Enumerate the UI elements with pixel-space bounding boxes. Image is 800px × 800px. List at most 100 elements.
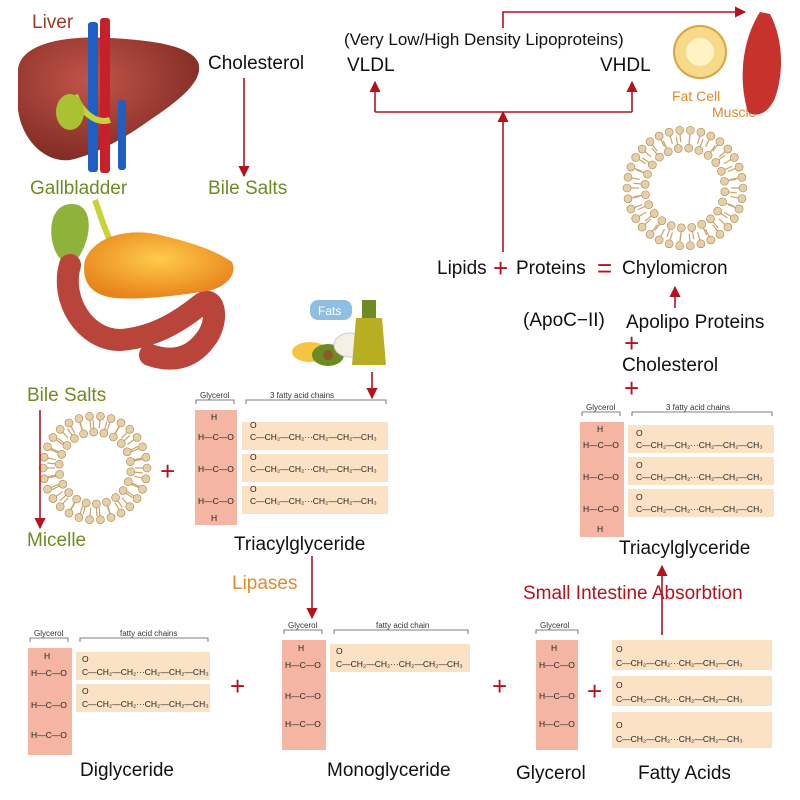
liver-label: Liver: [32, 12, 74, 33]
plus-apolipo-cholesterol: +: [624, 328, 640, 358]
muscle-illustration: [742, 12, 782, 115]
svg-text:fatty acid chain: fatty acid chain: [376, 621, 429, 630]
svg-text:C—CH₂—CH₂···CH₂—CH₂—CH₃: C—CH₂—CH₂···CH₂—CH₂—CH₃: [250, 432, 377, 442]
svg-text:H—C—O: H—C—O: [198, 432, 234, 442]
chylomicron-illustration: [622, 125, 748, 251]
svg-text:O: O: [250, 452, 257, 462]
svg-text:H—C—O: H—C—O: [31, 700, 67, 710]
fats-food-illustration: Fats: [292, 300, 386, 366]
fatty-acids-label: Fatty Acids: [638, 763, 731, 784]
apoc-label: (ApoC−II): [523, 310, 605, 331]
svg-text:O: O: [250, 484, 257, 494]
plus-mono-glycerol: +: [492, 671, 508, 701]
small-intestine-absorbtion-label: Small Intestine Absorbtion: [523, 583, 743, 604]
svg-text:C—CH₂—CH₂···CH₂—CH₂—CH₃: C—CH₂—CH₂···CH₂—CH₂—CH₃: [82, 667, 209, 677]
svg-text:O: O: [250, 420, 257, 430]
svg-text:H—C—O: H—C—O: [285, 691, 321, 701]
svg-text:O: O: [636, 428, 643, 438]
monoglyceride-structure: Glycerol fatty acid chain H H—C—O H—C—O …: [282, 621, 470, 750]
arrows: [34, 6, 747, 635]
bile-salts-label-top: Bile Salts: [208, 178, 288, 199]
apolipo-proteins-label: Apolipo Proteins: [626, 312, 765, 333]
chains-header: 3 fatty acid chains: [270, 391, 334, 400]
svg-text:Glycerol: Glycerol: [34, 629, 64, 638]
lipids-label: Lipids: [437, 258, 487, 279]
triacylglyceride-label-left: Triacylglyceride: [234, 534, 366, 555]
svg-text:O: O: [82, 686, 89, 696]
svg-text:O: O: [616, 680, 623, 690]
svg-text:H: H: [211, 513, 217, 523]
svg-text:H—C—O: H—C—O: [539, 660, 575, 670]
micelle-label: Micelle: [27, 530, 87, 551]
svg-text:C—CH₂—CH₂···CH₂—CH₂—CH₃: C—CH₂—CH₂···CH₂—CH₂—CH₃: [636, 472, 763, 482]
svg-text:Glycerol: Glycerol: [540, 621, 570, 630]
svg-text:O: O: [82, 654, 89, 664]
svg-text:C—CH₂—CH₂···CH₂—CH₂—CH₃: C—CH₂—CH₂···CH₂—CH₂—CH₃: [616, 734, 743, 744]
glycerol-label: Glycerol: [516, 763, 586, 784]
svg-text:fatty acid chains: fatty acid chains: [120, 629, 177, 638]
vhdl-label: VHDL: [600, 55, 651, 76]
svg-text:Glycerol: Glycerol: [586, 403, 616, 412]
equals-sign: =: [597, 253, 613, 283]
triacylglyceride-structure-right: Glycerol 3 fatty acid chains H H—C—O H—C…: [580, 403, 774, 537]
micelle-illustration: [38, 411, 152, 525]
svg-text:Glycerol: Glycerol: [288, 621, 318, 630]
svg-text:C—CH₂—CH₂···CH₂—CH₂—CH₃: C—CH₂—CH₂···CH₂—CH₂—CH₃: [250, 496, 377, 506]
svg-text:H—C—O: H—C—O: [539, 719, 575, 729]
svg-text:C—CH₂—CH₂···CH₂—CH₂—CH₃: C—CH₂—CH₂···CH₂—CH₂—CH₃: [82, 699, 209, 709]
svg-text:H: H: [211, 412, 217, 422]
lipoprotein-full-label: (Very Low/High Density Lipoproteins): [344, 30, 624, 49]
svg-text:H—C—O: H—C—O: [198, 464, 234, 474]
liver-illustration: [18, 18, 200, 173]
svg-text:O: O: [616, 720, 623, 730]
svg-text:O: O: [636, 492, 643, 502]
svg-text:H—C—O: H—C—O: [285, 719, 321, 729]
fatty-acids-structure: O C—CH₂—CH₂···CH₂—CH₂—CH₃ O C—CH₂—CH₂···…: [612, 640, 772, 748]
fats-text: Fats: [318, 304, 341, 318]
chylomicron-label: Chylomicron: [622, 258, 728, 279]
arrow-to-muscle: [502, 6, 747, 28]
plus-cholesterol-triacyl: +: [624, 373, 640, 403]
diglyceride-label: Diglyceride: [80, 760, 174, 781]
svg-text:H: H: [44, 651, 50, 661]
svg-text:H: H: [597, 524, 603, 534]
bile-salts-label-left: Bile Salts: [27, 385, 107, 406]
svg-text:C—CH₂—CH₂···CH₂—CH₂—CH₃: C—CH₂—CH₂···CH₂—CH₂—CH₃: [336, 659, 463, 669]
glycerol-structure: Glycerol H H—C—O H—C—O H—C—O: [535, 621, 579, 750]
svg-text:H—C—O: H—C—O: [583, 472, 619, 482]
svg-text:C—CH₂—CH₂···CH₂—CH₂—CH₃: C—CH₂—CH₂···CH₂—CH₂—CH₃: [250, 464, 377, 474]
plus-micelle-triacyl: +: [160, 456, 176, 486]
cholesterol-label-top: Cholesterol: [208, 53, 305, 74]
lipases-label: Lipases: [232, 573, 298, 594]
svg-text:H: H: [551, 643, 557, 653]
svg-text:H: H: [597, 424, 603, 434]
monoglyceride-label: Monoglyceride: [327, 760, 451, 781]
cholesterol-label-right: Cholesterol: [622, 355, 719, 376]
plus-glycerol-fattyacids: +: [587, 676, 603, 706]
plus-lipids-proteins: +: [493, 253, 509, 283]
svg-text:O: O: [636, 460, 643, 470]
svg-text:C—CH₂—CH₂···CH₂—CH₂—CH₃: C—CH₂—CH₂···CH₂—CH₂—CH₃: [636, 440, 763, 450]
svg-text:C—CH₂—CH₂···CH₂—CH₂—CH₃: C—CH₂—CH₂···CH₂—CH₂—CH₃: [616, 694, 743, 704]
svg-text:3 fatty acid chains: 3 fatty acid chains: [666, 403, 730, 412]
diglyceride-structure: Glycerol fatty acid chains H H—C—O H—C—O…: [28, 629, 210, 755]
glycerol-header: Glycerol: [200, 391, 230, 400]
svg-text:C—CH₂—CH₂···CH₂—CH₂—CH₃: C—CH₂—CH₂···CH₂—CH₂—CH₃: [636, 504, 763, 514]
svg-text:H—C—O: H—C—O: [31, 730, 67, 740]
pancreas-gallbladder-illustration: [51, 199, 234, 370]
muscle-label: Muscle: [712, 104, 757, 120]
svg-text:O: O: [616, 644, 623, 654]
gallbladder-label: Gallbladder: [30, 178, 128, 199]
svg-text:H: H: [298, 643, 304, 653]
svg-text:C—CH₂—CH₂···CH₂—CH₂—CH₃: C—CH₂—CH₂···CH₂—CH₂—CH₃: [616, 658, 743, 668]
triacylglyceride-label-right: Triacylglyceride: [619, 538, 751, 559]
svg-text:H—C—O: H—C—O: [583, 504, 619, 514]
vldl-label: VLDL: [347, 55, 395, 76]
svg-text:H—C—O: H—C—O: [539, 691, 575, 701]
svg-text:O: O: [336, 646, 343, 656]
svg-text:H—C—O: H—C—O: [198, 496, 234, 506]
fat-cell-label: Fat Cell: [672, 88, 721, 104]
plus-di-mono: +: [230, 671, 246, 701]
svg-text:H—C—O: H—C—O: [31, 668, 67, 678]
